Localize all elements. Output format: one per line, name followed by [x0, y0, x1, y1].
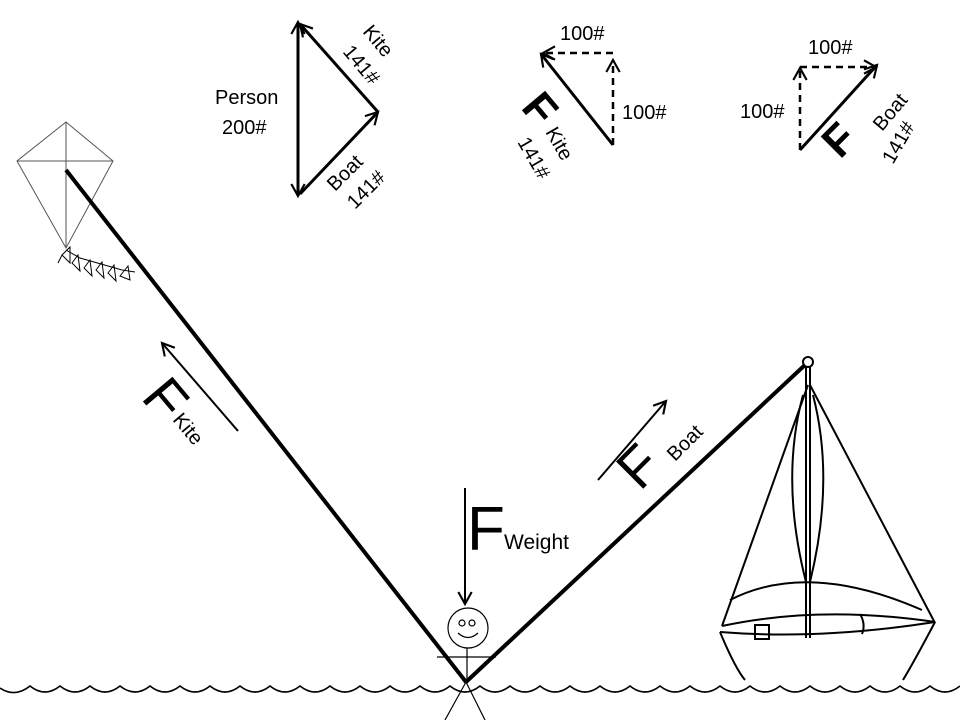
person-head: [447, 607, 489, 649]
vector-triangle: Person 200# Kite 141# Boat 141#: [215, 19, 397, 214]
kite-drawing: [16, 121, 136, 283]
weight-force-symbol: F: [467, 495, 505, 564]
boat-force-arrow: [597, 399, 668, 481]
stick-person: [437, 607, 496, 720]
person-value: 200#: [222, 117, 267, 139]
boat-rope: [464, 362, 808, 684]
scene-kite-force-label: Kite: [168, 409, 207, 450]
kite-tail: [57, 245, 136, 283]
weight-force-label: Weight: [504, 531, 569, 554]
boat-force-symbol: F: [812, 113, 866, 167]
boat-components: 100# 100# F Boat 141#: [740, 37, 920, 168]
kite-force: F Kite: [131, 341, 239, 450]
boat-vertical-value: 100#: [740, 101, 785, 123]
person-label: Person: [215, 87, 278, 109]
boat-resultant: [798, 63, 879, 152]
kite-force-arrow: [160, 341, 239, 432]
kite-components: 100# 100# F Kite 141#: [512, 23, 667, 184]
kite-resultant: [539, 52, 615, 146]
scene-boat-force-symbol: F: [604, 432, 673, 501]
masthead: [802, 356, 814, 368]
kite-rope: [64, 168, 468, 684]
boat-force: F Boat: [597, 399, 708, 501]
kite-horizontal-value: 100#: [560, 23, 605, 45]
boat-vector: [298, 110, 380, 196]
kite-vertical-value: 100#: [622, 102, 667, 124]
scene-boat-force-label: Boat: [663, 421, 708, 466]
water-waves: [0, 684, 960, 694]
weight-force: F Weight: [457, 488, 569, 607]
kite-vector: [298, 22, 380, 113]
boat-horizontal-value: 100#: [808, 37, 853, 59]
sailboat: [719, 356, 936, 681]
